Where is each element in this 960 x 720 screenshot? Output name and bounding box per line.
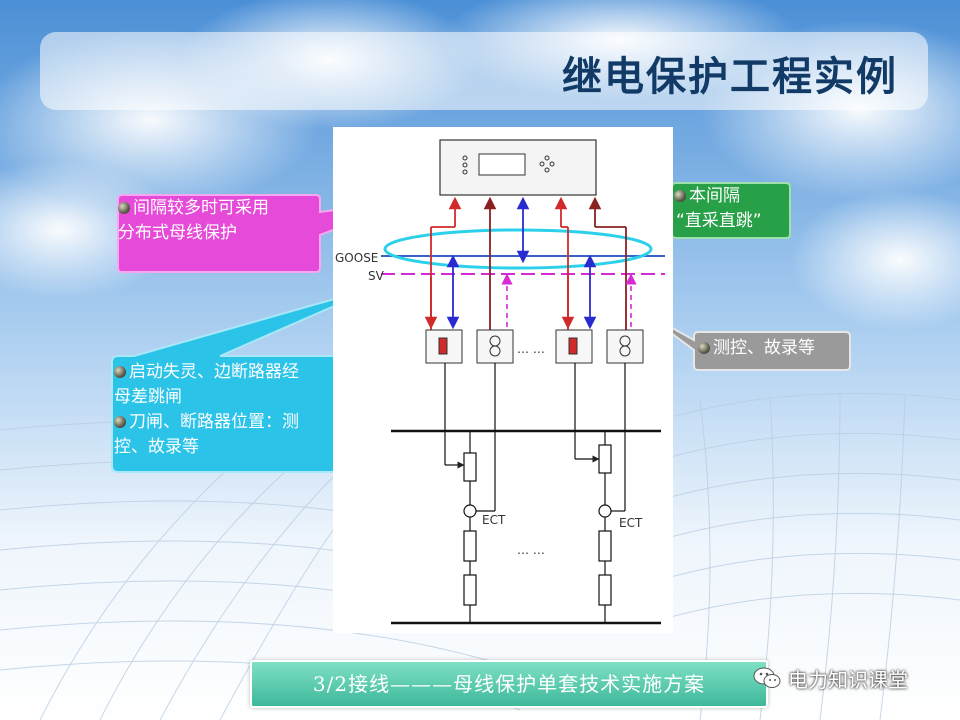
callout-measure-line-1: 测控、故录等 bbox=[698, 336, 844, 361]
bullet-icon bbox=[118, 202, 130, 214]
ied-unit-left-breaker bbox=[425, 329, 463, 364]
ied-unit-right-breaker bbox=[555, 329, 593, 364]
callout-failure-line-2: 母差跳闸 bbox=[114, 387, 182, 407]
bay-right bbox=[574, 363, 626, 623]
callout-direct-line-1: 本间隔 bbox=[674, 184, 790, 209]
bay-ellipsis: … … bbox=[517, 543, 545, 557]
footer-banner: 3/2接线———母线保护单套技术实施方案 bbox=[250, 660, 768, 708]
callout-measurement: 测控、故录等 bbox=[698, 336, 844, 361]
callout-distributed-line-2: 分布式母线保护 bbox=[118, 223, 237, 243]
callout-direct-sampling: 本间隔 “直采直跳” bbox=[674, 184, 790, 234]
slide-title: 继电保护工程实例 bbox=[562, 54, 898, 100]
callout-failure-line-3: 刀闸、断路器位置：测 bbox=[114, 410, 366, 435]
callout-direct-line-2: “直采直跳” bbox=[676, 211, 762, 231]
ied-ellipsis: … … bbox=[517, 342, 545, 356]
footer-text: 3/2接线———母线保护单套技术实施方案 bbox=[312, 672, 706, 696]
goose-label: GOOSE bbox=[335, 251, 378, 265]
protection-diagram: GOOSE SV … … bbox=[335, 139, 665, 625]
bullet-icon bbox=[114, 416, 126, 428]
callout-distributed-line-1: 间隔较多时可采用 bbox=[118, 196, 318, 221]
sv-label: SV bbox=[368, 269, 385, 283]
ied-unit-right-merging bbox=[606, 329, 644, 364]
busbar-protection-device bbox=[439, 139, 597, 196]
bay-left bbox=[444, 363, 496, 623]
title-bar bbox=[40, 32, 928, 110]
bay-ring bbox=[383, 228, 653, 270]
bullet-icon bbox=[674, 190, 686, 202]
callout-failure-line-1: 启动失灵、边断路器经 bbox=[114, 360, 366, 385]
bullet-icon bbox=[698, 342, 710, 354]
diagram-panel: GOOSE SV … … bbox=[333, 127, 673, 633]
callout-breaker-failure: 启动失灵、边断路器经 母差跳闸 刀闸、断路器位置：测 控、故录等 bbox=[114, 360, 366, 460]
wechat-icon bbox=[753, 667, 781, 688]
watermark: 电力知识课堂 bbox=[752, 662, 908, 694]
ect-label-right: ECT bbox=[619, 516, 643, 530]
ect-label-left: ECT bbox=[482, 513, 506, 527]
watermark-text: 电力知识课堂 bbox=[788, 667, 908, 692]
ied-unit-left-merging bbox=[476, 329, 514, 364]
bullet-icon bbox=[114, 366, 126, 378]
callout-failure-line-4: 控、故录等 bbox=[114, 437, 199, 457]
callout-distributed-protection: 间隔较多时可采用 分布式母线保护 bbox=[118, 196, 318, 246]
